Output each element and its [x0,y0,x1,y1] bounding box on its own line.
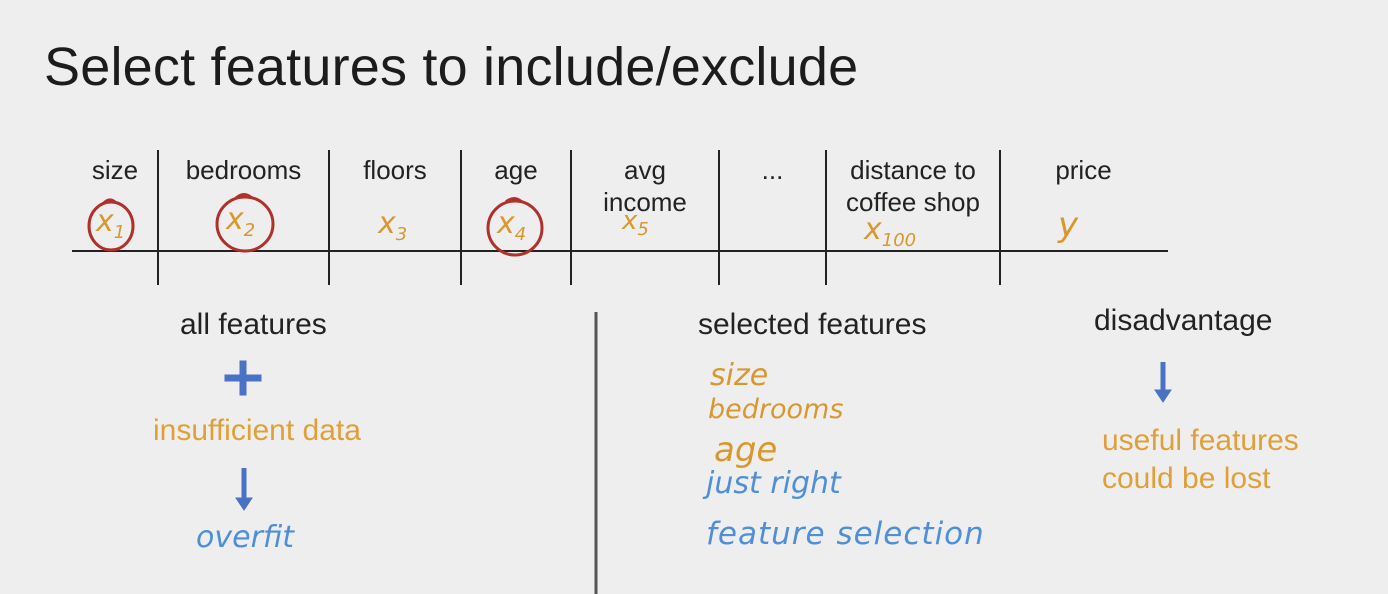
col-header-ellipsis: ... [761,155,784,185]
disadvantage-heading: disadvantage [1094,304,1273,337]
selected-feature-bedrooms: bedrooms [708,394,844,425]
selected-feature-age: age [714,430,778,470]
insufficient-data-text: insufficient data [153,414,361,447]
symbol-x100: x100 [864,212,917,251]
down-arrow-icon-right [1154,362,1172,403]
useful-features-line1: useful features [1102,424,1299,457]
symbol-x3: x3 [378,206,408,245]
plus-icon [224,360,262,396]
page-title: Select features to include/exclude [44,37,859,97]
col-header-avg-income: avg income [603,155,687,217]
selected-feature-size: size [710,358,769,393]
col-header-price: price [1055,155,1112,185]
down-arrow-icon-left [235,468,253,511]
useful-features-line2: could be lost [1102,462,1271,495]
feature-selection-text: feature selection [706,516,985,552]
col-header-distance: distance to coffee shop [846,155,980,217]
selected-features-heading: selected features [698,308,927,341]
selection-circle-x1 [87,200,135,252]
all-features-heading: all features [180,308,327,341]
symbol-x4: x4 [497,206,527,245]
col-header-floors: floors [363,155,427,185]
selection-circle-x4 [486,199,544,257]
symbol-x5: x5 [622,206,649,241]
just-right-text: just right [706,466,841,501]
col-header-bedrooms: bedrooms [185,155,302,185]
overfit-text: overfit [196,520,295,555]
selection-circle-x2 [215,195,275,253]
symbol-y: y [1058,205,1079,245]
symbol-x2: x2 [226,202,256,241]
col-header-age: age [494,155,538,185]
col-header-size: size [91,155,139,185]
symbol-x1: x1 [96,204,126,243]
